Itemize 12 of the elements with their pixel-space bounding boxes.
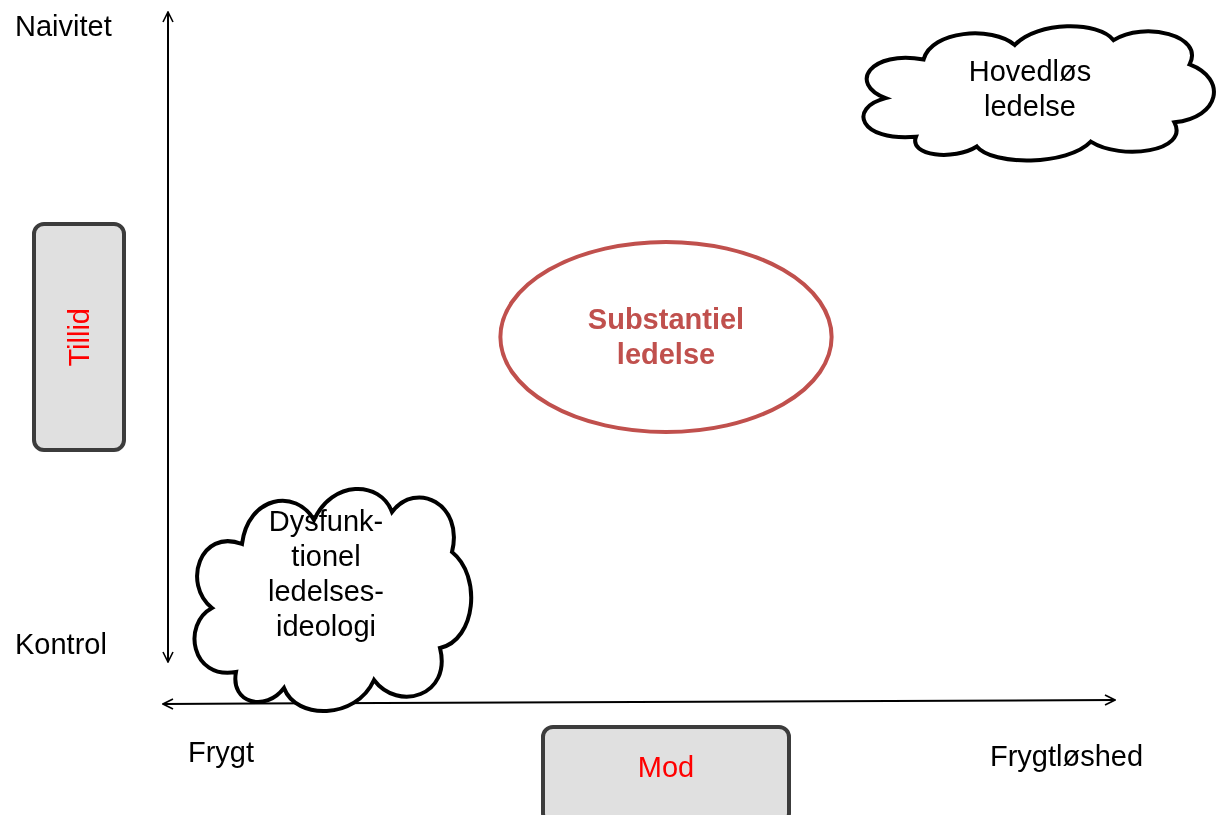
axis-label: Frygt — [188, 736, 255, 769]
rounded-box — [32, 222, 126, 452]
axis-label: Kontrol — [15, 628, 107, 661]
node-label: Mod — [637, 749, 695, 785]
rounded-box — [541, 725, 791, 815]
axis-label: Frygtløshed — [990, 740, 1144, 773]
node-label: Dysfunk- tionel ledelses- ideologi — [266, 504, 386, 644]
node-label: Hovedløs ledelse — [967, 53, 1093, 124]
ellipse-shape — [497, 240, 835, 434]
node-label: Tillid — [61, 307, 96, 367]
node-label: Substantiel ledelse — [586, 302, 746, 372]
axis-label: Naivitet — [15, 10, 112, 43]
